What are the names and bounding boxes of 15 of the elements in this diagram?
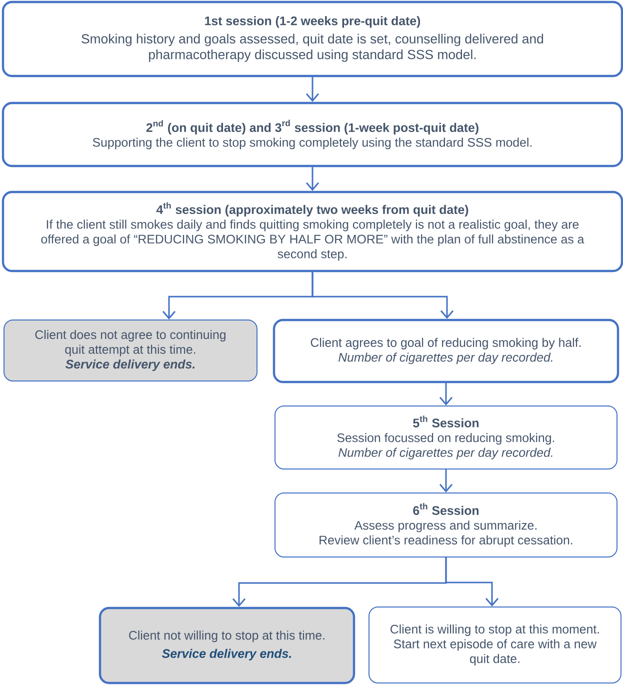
- arrow: [312, 272, 454, 319]
- arrow: [439, 383, 453, 406]
- arrow: [439, 470, 453, 492]
- process-box: $\text{2}^{\text{nd}}\text{ (on quit date) and 3}^{\text{rd}}\text{ session (1-week post-quit date)}$ Supporting the client to stop smoking completely using the standard SSS model.: [2, 102, 623, 168]
- process-box: 1st session (1-2 weeks pre-quit date) Smoking history and goals assessed, quit date is set, counselling delivered and pharmacotherapy discussed using standard SSS model.: [2, 0, 623, 78]
- process-box: Client agrees to goal of reducing smoking by half. Number of cigarettes per day recorded.: [272, 318, 620, 384]
- arrow: [445, 558, 499, 606]
- process-box: Client does not agree to continuing quit attempt at this time. Service delivery ends.: [4, 320, 258, 382]
- process-box: $\text{6}^{\text{th}}\text{ Session}$ Assess progress and summarize. Review client’s readiness for abrupt cessation.: [274, 492, 618, 558]
- process-box: Client is willing to stop at this moment. Start next episode of care with a new quit date.: [368, 606, 622, 684]
- process-box: Client not willing to stop at this time. Service delivery ends.: [98, 606, 356, 684]
- process-box: $\text{5}^{\text{th}}\text{ Session}$ Session focussed on reducing smoking. Number of cigarettes per day recorded.: [274, 406, 618, 470]
- process-box: $\text{4}^{\text{th}}\text{ session (approximately two weeks from quit date)}$ If the client still smokes daily and finds quitting smoking completely is not a realistic goal, they are offered a goal of “REDUCING SMOKING BY HALF OR MORE” with the plan of full abstinence as a second step.: [2, 190, 623, 272]
- arrow: [306, 77, 320, 102]
- arrow: [306, 167, 320, 191]
